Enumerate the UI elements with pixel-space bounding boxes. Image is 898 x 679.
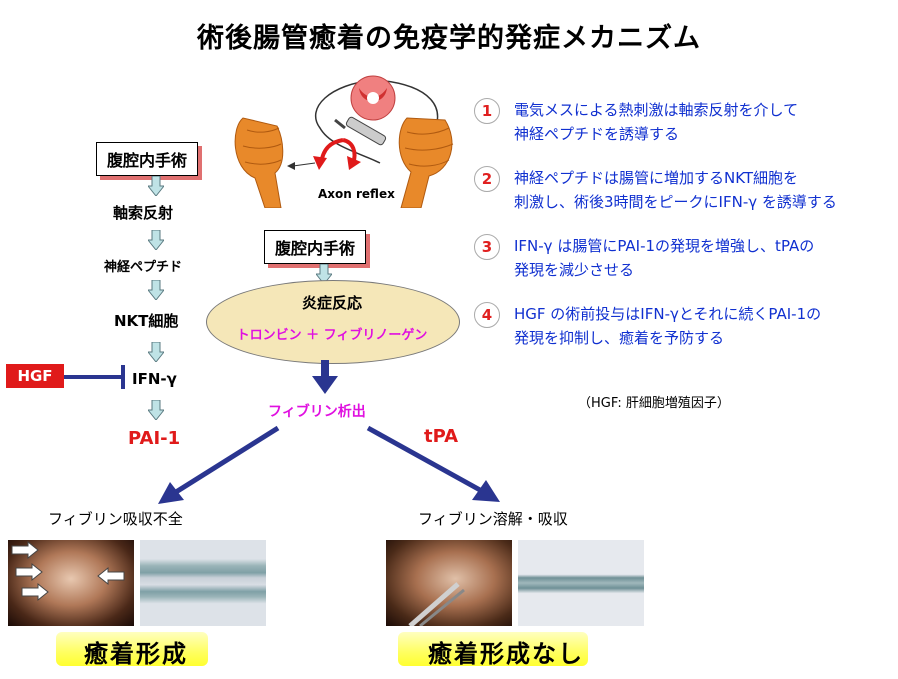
note-line: 発現を抑制し、癒着を予防する: [514, 329, 725, 347]
down-arrow-icon: [148, 400, 164, 420]
caption-right: フィブリン溶解・吸収: [418, 510, 568, 528]
inhibition-bar-icon: [64, 365, 125, 389]
caption-left: フィブリン吸収不全: [48, 510, 183, 528]
pointer-arrows-icon: [11, 540, 125, 602]
electric-scalpel-icon: [334, 116, 387, 146]
page-title: 術後腸管癒着の免疫学的発症メカニズム: [197, 23, 701, 54]
intestine-left-icon: [234, 117, 284, 208]
note-line: HGF の術前投与はIFN-γとそれに続くPAI-1の: [514, 305, 822, 323]
intestine-right-icon: [398, 117, 454, 208]
spinal-cord-icon: [350, 75, 396, 121]
note-number: 2: [474, 166, 500, 192]
note-line: 刺激し、術後3時間をピークにIFN-γ を誘導する: [514, 193, 837, 211]
note-4: 4 HGF の術前投与はIFN-γとそれに続くPAI-1の 発現を抑制し、癒着を…: [474, 302, 837, 350]
result-adhesion: 癒着形成: [84, 640, 188, 668]
down-arrow-icon: [148, 342, 164, 362]
thrombin-fibrinogen: トロンビン ＋ フィブリノーゲン: [236, 328, 428, 343]
note-line: IFN-γ は腸管にPAI-1の発現を増強し、tPAの: [514, 237, 815, 255]
down-arrow-icon: [312, 360, 338, 394]
note-line: 電気メスによる熱刺激は軸索反射を介して: [514, 101, 799, 119]
no-adhesion-photo: [386, 540, 512, 626]
down-arrow-icon: [148, 280, 164, 300]
down-arrow-icon: [148, 230, 164, 250]
note-1: 1 電気メスによる熱刺激は軸索反射を介して 神経ペプチドを誘導する: [474, 98, 837, 146]
hgf-footnote: （HGF: 肝細胞増殖因子）: [578, 396, 730, 411]
note-line: 神経ペプチドは腸管に増加するNKT細胞を: [514, 169, 799, 187]
branch-arrows: [158, 425, 500, 504]
result-no-adhesion: 癒着形成なし: [428, 640, 584, 668]
note-line: 神経ペプチドを誘導する: [514, 125, 680, 143]
axon-reflex-label: Axon reflex: [318, 187, 395, 201]
result-highlight-left: [56, 632, 208, 666]
note-3: 3 IFN-γ は腸管にPAI-1の発現を増強し、tPAの 発現を減少させる: [474, 234, 837, 282]
notes-list: 1 電気メスによる熱刺激は軸索反射を介して 神経ペプチドを誘導する 2 神経ペプ…: [474, 98, 837, 350]
flow-axon-reflex: 軸索反射: [113, 204, 174, 222]
flow-ifn-gamma: IFN-γ: [132, 370, 177, 388]
inflammation-ellipse: [206, 280, 460, 364]
down-arrow-icon: [148, 176, 164, 196]
fibrin-deposition: フィブリン析出: [268, 404, 366, 420]
tpa-label: tPA: [424, 426, 459, 447]
arrow-right-icon: [472, 480, 500, 502]
flow-nkt-cell: NKT細胞: [114, 312, 179, 330]
flow-pai-1: PAI-1: [128, 428, 181, 449]
note-line: 発現を減少させる: [514, 261, 635, 279]
histology-photo-adhesion: [140, 540, 266, 626]
forceps-icon: [408, 582, 465, 626]
note-number: 4: [474, 302, 500, 328]
flow-neuropeptide: 神経ペプチド: [104, 260, 183, 275]
note-number: 1: [474, 98, 500, 124]
axon-reflex-illustration: [234, 75, 454, 208]
surgery-box-center: 腹腔内手術: [264, 230, 367, 264]
note-2: 2 神経ペプチドは腸管に増加するNKT細胞を 刺激し、術後3時間をピークにIFN…: [474, 166, 837, 214]
adhesion-photo: [8, 540, 134, 626]
surgery-box-left: 腹腔内手術: [96, 142, 199, 176]
inflammation-title: 炎症反応: [301, 294, 362, 312]
note-number: 3: [474, 234, 500, 260]
down-arrow-icon: [316, 264, 332, 284]
arrow-left-icon: [158, 482, 184, 504]
histology-photo-no-adhesion: [518, 540, 644, 626]
hgf-badge: HGF: [6, 364, 64, 388]
result-highlight-right: [398, 632, 588, 666]
